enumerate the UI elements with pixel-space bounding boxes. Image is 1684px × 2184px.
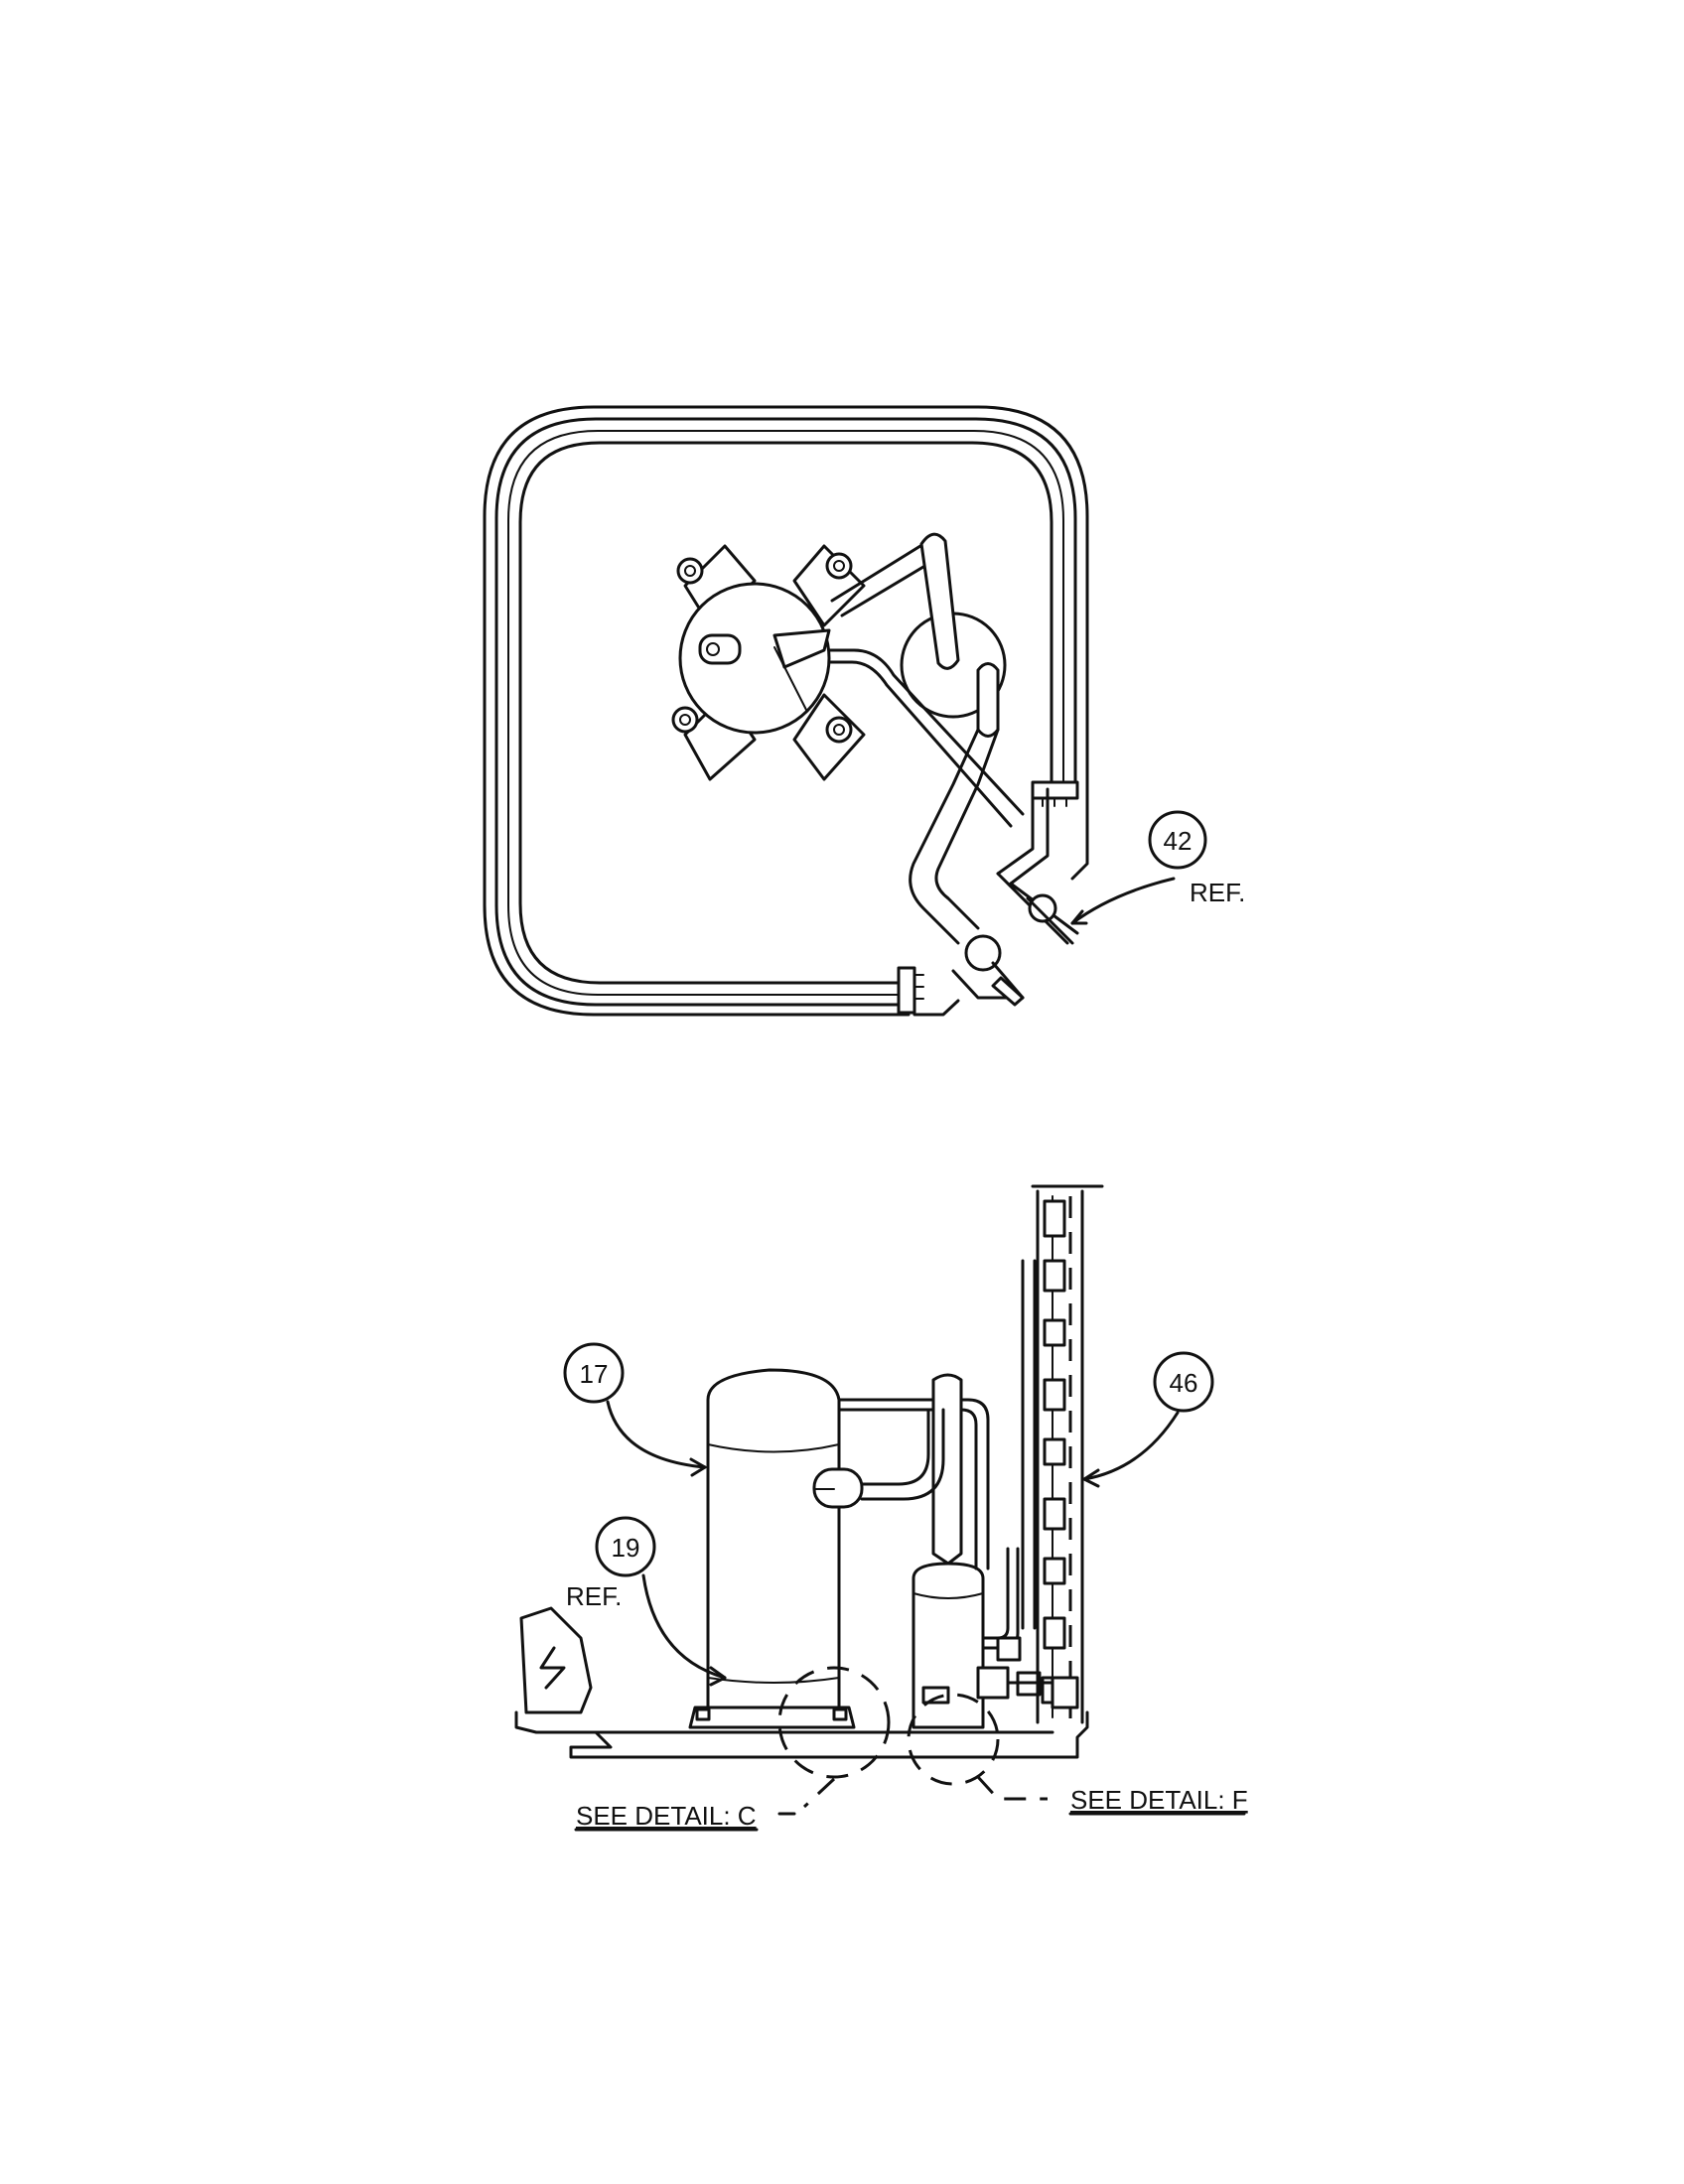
service-valve-upper — [1026, 893, 1074, 945]
compressor-side — [688, 1368, 864, 1729]
callout-42: 42 REF. — [1070, 810, 1245, 925]
callout-42-number: 42 — [1164, 826, 1193, 856]
detail-c-marker: SEE DETAIL: C — [574, 1666, 891, 1832]
compressor-top — [671, 544, 866, 781]
tubing-top — [827, 532, 1079, 945]
callout-46: 46 — [1082, 1351, 1214, 1488]
detail-f-marker: SEE DETAIL: F — [907, 1693, 1248, 1816]
coil-frame-inner-1 — [494, 417, 1077, 1007]
coil-end-bracket-bottom — [897, 966, 960, 1017]
coil-frame-inner-3 — [518, 441, 1053, 985]
callout-19-number: 19 — [612, 1533, 640, 1563]
callout-46-number: 46 — [1170, 1368, 1198, 1398]
coil-side — [1031, 1184, 1104, 1724]
callout-19-ref: REF. — [566, 1581, 622, 1611]
coil-frame-inner-2 — [507, 430, 1064, 996]
detail-f-label: SEE DETAIL: F — [1070, 1785, 1248, 1815]
callout-42-ref: REF. — [1190, 878, 1245, 907]
top-view: 42 REF. — [483, 405, 1245, 1017]
service-valve-lower — [951, 934, 1025, 1007]
base-pan — [514, 1710, 1089, 1759]
left-bracket — [519, 1606, 593, 1714]
accumulator-side — [912, 1562, 985, 1729]
side-view: 17 19 REF. 46 SEE DETAIL: C — [514, 1184, 1248, 1832]
coil-end-bracket-right — [1031, 780, 1079, 807]
callout-17: 17 — [563, 1342, 707, 1477]
tubing-side — [837, 1259, 1037, 1650]
detail-c-label: SEE DETAIL: C — [576, 1801, 757, 1831]
callout-19: 19 REF. — [566, 1516, 727, 1687]
coil-frame-outer — [483, 405, 1089, 1017]
callout-17-number: 17 — [580, 1359, 609, 1389]
